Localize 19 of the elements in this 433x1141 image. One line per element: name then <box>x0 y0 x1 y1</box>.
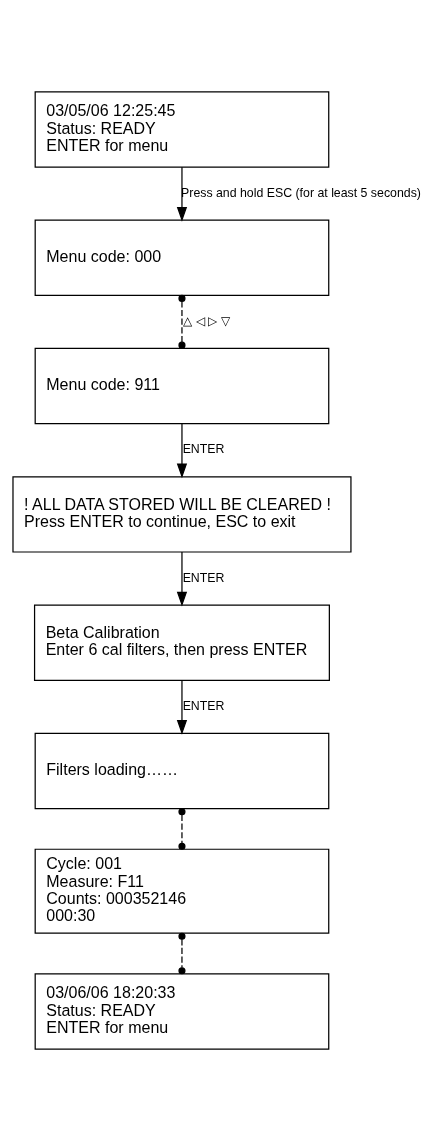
node-box: Cycle: 001 Measure: F11 Counts: 000352146 000:30 <box>34 848 330 934</box>
arrow <box>176 166 188 222</box>
edge-label: △ ◁ ▷ ▽ <box>183 314 230 329</box>
node-box: Menu code: 000 <box>34 219 330 297</box>
node-box: ! ALL DATA STORED WILL BE CLEARED ! Press ENTER to continue, ESC to exit <box>12 476 352 553</box>
edge-label: ENTER <box>182 442 225 457</box>
node-box: 03/05/06 12:25:45 Status: READY ENTER for menu <box>34 91 330 168</box>
arrow <box>176 679 188 735</box>
edge-label: ENTER <box>182 698 225 713</box>
edge-label: ENTER <box>182 570 225 585</box>
arrow <box>176 551 188 607</box>
connector <box>178 932 186 975</box>
node-box: Menu code: 911 <box>34 347 330 425</box>
arrow <box>176 423 188 479</box>
node-box: Beta Calibration Enter 6 cal filters, then press ENTER <box>33 604 330 681</box>
connector <box>178 294 186 349</box>
node-box: 03/06/06 18:20:33 Status: READY ENTER for menu <box>34 973 330 1050</box>
node-box: Filters loading…… <box>34 732 330 810</box>
connector <box>178 808 186 850</box>
